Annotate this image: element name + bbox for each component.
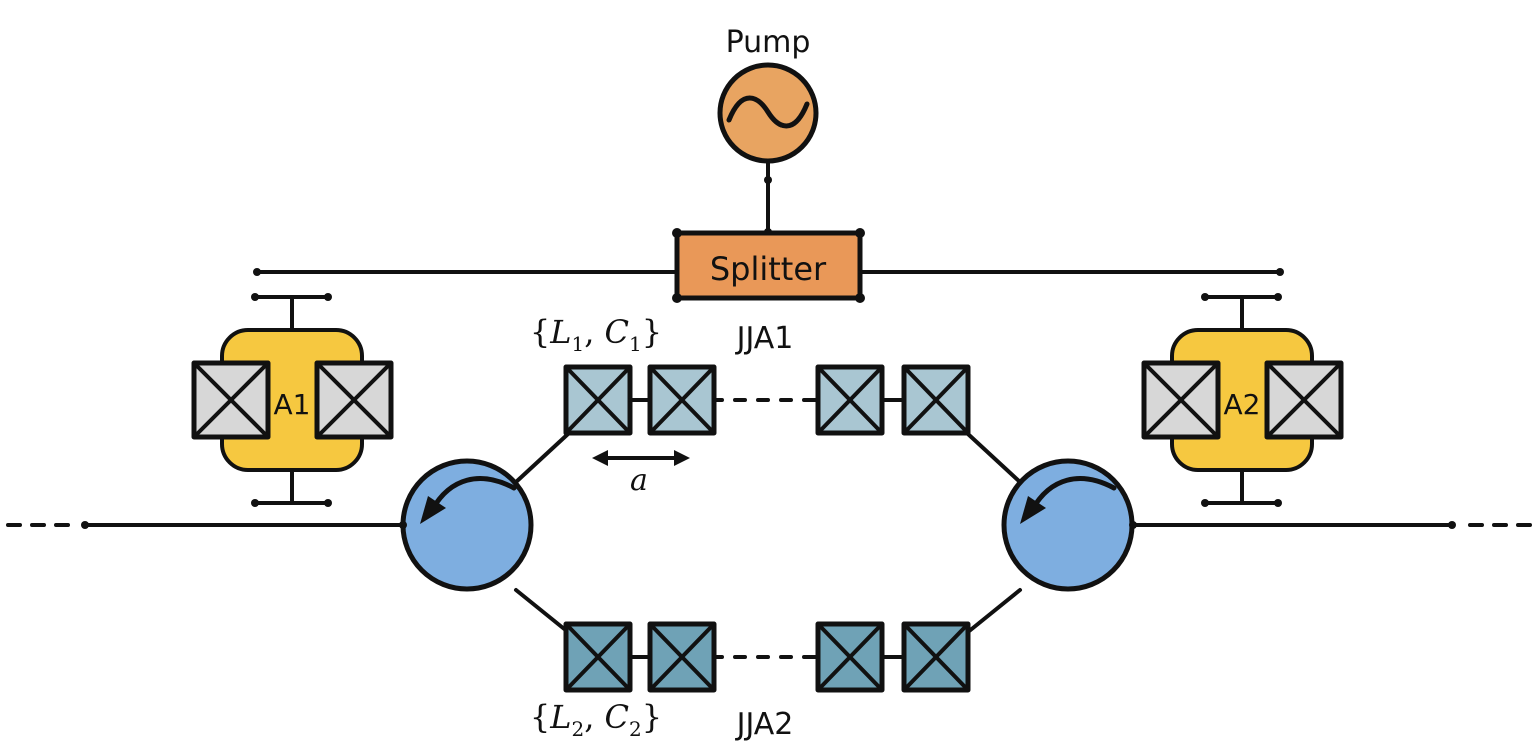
jja1-junction-1 bbox=[563, 364, 633, 436]
pump-source: Pump bbox=[717, 25, 819, 164]
jja2: JJA2 {L2, C2} bbox=[530, 621, 971, 742]
a1-junction-left bbox=[191, 360, 271, 440]
left-circ-to-jja2 bbox=[514, 588, 570, 634]
splitter-box bbox=[674, 230, 863, 301]
jja2-params: {L2, C2} bbox=[530, 698, 662, 741]
spacing-label: a bbox=[630, 463, 648, 498]
left-circ-to-jja1 bbox=[514, 432, 570, 484]
amplifier-a2: A2 bbox=[1141, 293, 1344, 507]
right-circ-to-jja2 bbox=[966, 588, 1022, 634]
spacing-indicator: a bbox=[592, 450, 690, 498]
jja1-junction-2 bbox=[647, 364, 717, 436]
transmission-line-right bbox=[1131, 521, 1532, 529]
jja1-junction-4 bbox=[901, 364, 971, 436]
a2-label: A2 bbox=[1224, 388, 1261, 421]
a2-junction-left bbox=[1141, 360, 1221, 440]
circulator-right bbox=[1001, 458, 1137, 592]
splitter: Splitter bbox=[672, 228, 865, 303]
circulator-left-arrow-icon bbox=[429, 476, 517, 513]
jja2-junction-4 bbox=[901, 621, 971, 693]
a2-junction-right bbox=[1264, 360, 1344, 440]
jja2-junction-2 bbox=[647, 621, 717, 693]
right-circ-to-jja1 bbox=[966, 432, 1022, 484]
jja1-params: {L1, C1} bbox=[530, 313, 662, 356]
pump-label: Pump bbox=[726, 25, 811, 60]
splitter-label: Splitter bbox=[710, 250, 827, 288]
amplifier-a1: A1 bbox=[191, 293, 394, 507]
transmission-line-left bbox=[6, 521, 405, 529]
sine-wave-icon bbox=[726, 95, 810, 129]
jja2-junction-1 bbox=[563, 621, 633, 693]
a1-junction-right bbox=[314, 360, 394, 440]
circulator-right-arrow-icon bbox=[1029, 476, 1117, 513]
a1-label: A1 bbox=[274, 388, 311, 421]
circulator-left bbox=[399, 458, 534, 592]
jja2-label: JJA2 bbox=[735, 707, 794, 742]
jja1: JJA1 {L1, C1} bbox=[530, 313, 971, 436]
jja2-junction-3 bbox=[815, 621, 885, 693]
jja1-label: JJA1 bbox=[735, 321, 794, 356]
jja1-junction-3 bbox=[815, 364, 885, 436]
